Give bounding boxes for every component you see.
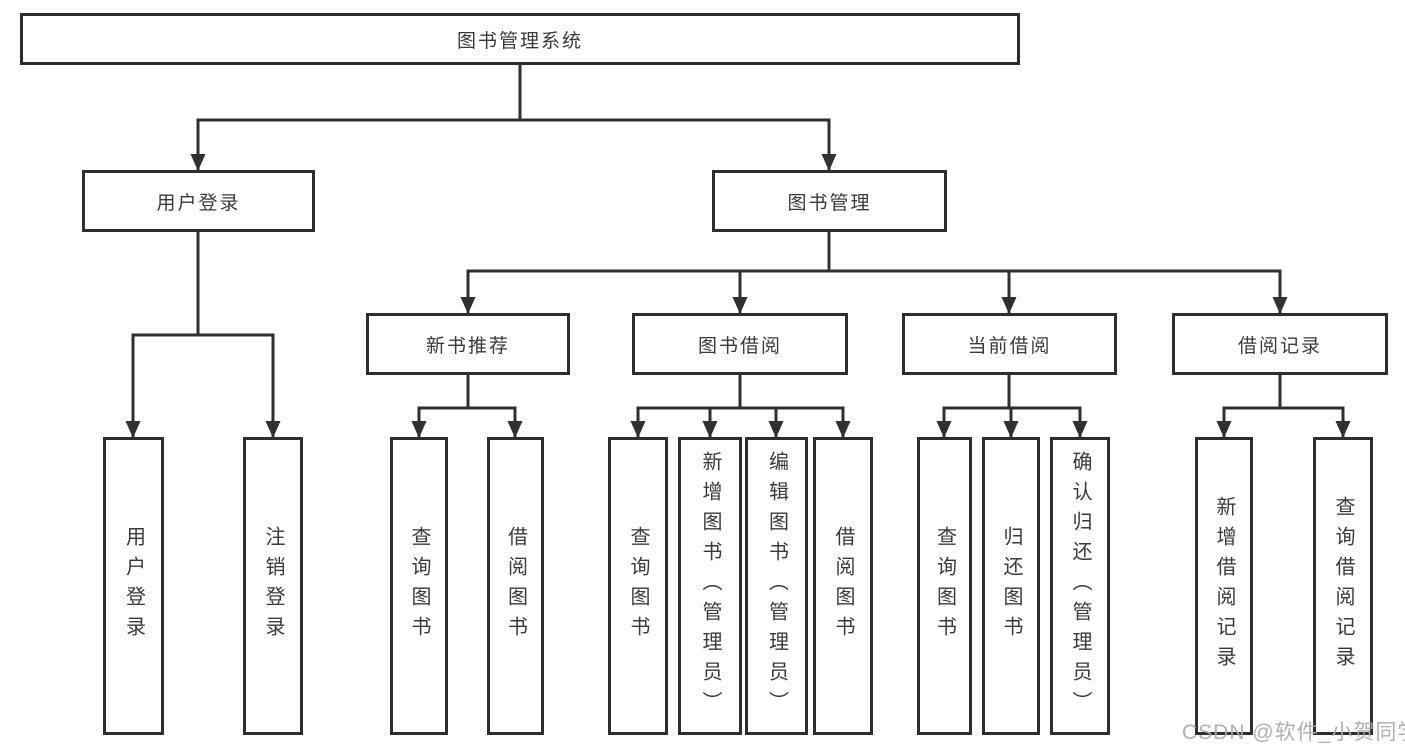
- node-label: 归还图书: [1000, 526, 1022, 646]
- node-book-borrowing: 图书借阅: [632, 313, 848, 375]
- node-label: 查询借阅记录: [1332, 496, 1354, 676]
- node-label: 查询图书: [933, 526, 956, 646]
- leaf-add-book-admin: 新增图书（管理员）: [678, 437, 742, 735]
- node-label: 查询图书: [408, 526, 430, 646]
- node-label: 借阅图书: [832, 526, 854, 646]
- node-borrowing-records: 借阅记录: [1172, 313, 1388, 375]
- node-new-book-recommendation: 新书推荐: [366, 313, 570, 375]
- leaf-borrow-books-1: 借阅图书: [487, 437, 544, 735]
- node-library-management-system: 图书管理系统: [20, 13, 1020, 65]
- node-label: 查询图书: [627, 526, 649, 646]
- leaf-edit-book-admin: 编辑图书（管理员）: [745, 437, 808, 735]
- node-current-borrowing: 当前借阅: [902, 313, 1117, 375]
- node-label: 图书管理系统: [456, 30, 583, 52]
- node-label: 当前借阅: [967, 335, 1052, 357]
- node-label: 确认归还（管理员）: [1069, 451, 1091, 721]
- node-label: 用户登录: [122, 526, 145, 646]
- node-user-login-branch: 用户登录: [82, 170, 315, 232]
- leaf-query-books-2: 查询图书: [608, 437, 668, 735]
- node-label: 借阅记录: [1237, 335, 1322, 357]
- node-label: 借阅图书: [504, 526, 527, 646]
- node-label: 新增图书（管理员）: [699, 451, 721, 721]
- leaf-add-borrow-record: 新增借阅记录: [1195, 437, 1253, 735]
- node-label: 注销登录: [262, 526, 284, 646]
- node-book-management-branch: 图书管理: [712, 170, 947, 232]
- node-label: 用户登录: [156, 192, 241, 214]
- node-label: 新书推荐: [425, 335, 510, 357]
- leaf-confirm-return-admin: 确认归还（管理员）: [1050, 437, 1110, 735]
- leaf-query-books-1: 查询图书: [390, 437, 448, 735]
- csdn-watermark: CSDN @软件_小贺同学: [1182, 721, 1405, 744]
- leaf-return-books: 归还图书: [982, 437, 1040, 735]
- leaf-logout: 注销登录: [243, 437, 303, 735]
- leaf-user-login: 用户登录: [103, 437, 164, 735]
- node-label: 编辑图书（管理员）: [765, 451, 788, 721]
- leaf-query-borrow-record: 查询借阅记录: [1313, 437, 1373, 735]
- node-label: 图书管理: [787, 192, 872, 214]
- leaf-query-books-3: 查询图书: [917, 437, 972, 735]
- node-label: 新增借阅记录: [1213, 496, 1235, 676]
- leaf-borrow-books-2: 借阅图书: [813, 437, 873, 735]
- node-label: 图书借阅: [697, 335, 782, 357]
- connector-bus-lines: [131, 63, 1345, 410]
